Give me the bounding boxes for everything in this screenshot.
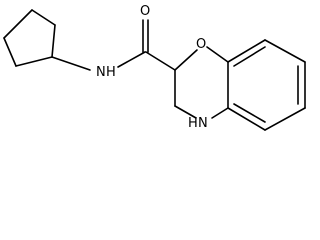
bond-cyclopentyl-nh (51, 56, 91, 71)
bond (3, 37, 17, 67)
bond (264, 107, 306, 131)
bond-aromatic-inner (233, 46, 266, 67)
amide-hydrogen-label: H (106, 65, 116, 80)
bond (227, 107, 266, 131)
bond (227, 39, 266, 63)
cyclopentane-ring (3, 9, 56, 67)
molecule-svg: N H O O H N (3, 4, 306, 131)
amide-nitrogen-label: N (96, 65, 106, 80)
bond (264, 39, 306, 63)
bond (3, 9, 33, 39)
oxazine-ring (174, 46, 229, 119)
bond-aromatic-inner (233, 103, 266, 123)
bond (31, 9, 56, 26)
benzene-ring (227, 39, 306, 131)
bond-o-c8a (206, 46, 229, 63)
ring-nitrogen-label: N (198, 116, 208, 131)
bond-c3-n (174, 105, 197, 119)
bond (51, 24, 56, 58)
bond-c2-o (174, 49, 198, 71)
bond-carbonyl-c2 (145, 51, 176, 71)
carbonyl-oxygen-label: O (140, 4, 150, 19)
bond-nh-carbonyl (117, 51, 146, 68)
ring-hydrogen-label: H (188, 116, 198, 131)
bond-n-c4a (211, 107, 229, 119)
ring-oxygen-label: O (196, 37, 206, 52)
structure-diagram: N H O O H N (3, 4, 306, 131)
bond (15, 56, 53, 67)
